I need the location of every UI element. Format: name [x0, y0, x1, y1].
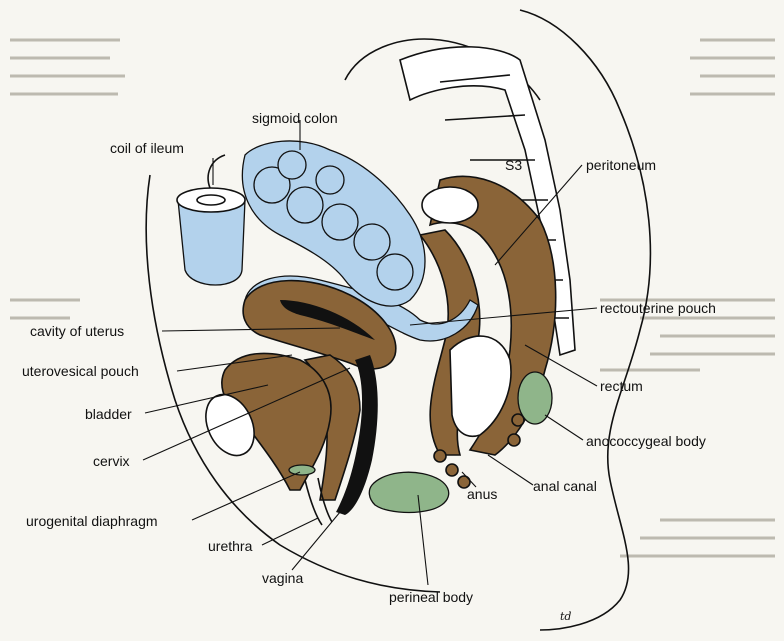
- perineal-body: [368, 471, 450, 514]
- urogenital-diaphragm: [288, 464, 316, 476]
- vagina-canal: [336, 355, 378, 515]
- label-vagina: vagina: [262, 570, 303, 586]
- label-cervix: cervix: [93, 453, 130, 469]
- sigmoid-colon: [241, 140, 426, 307]
- label-anococcygeal-body: anococcygeal body: [586, 433, 706, 449]
- label-s3: S3: [505, 157, 522, 173]
- label-urogenital-diaphragm: urogenital diaphragm: [26, 513, 158, 529]
- leader-lines: [142, 120, 598, 586]
- external-sphincter-rings: [433, 413, 525, 489]
- rectum-lumen-cut: [421, 186, 479, 224]
- uterus: [242, 279, 397, 501]
- bladder: [205, 352, 332, 491]
- sacrum: [399, 46, 576, 357]
- label-perineal-body: perineal body: [389, 589, 473, 605]
- label-anal-canal: anal canal: [533, 478, 597, 494]
- label-peritoneum: peritoneum: [586, 157, 656, 173]
- uterine-cavity: [280, 300, 375, 340]
- label-rectum: rectum: [600, 378, 643, 394]
- label-rectouterine-pouch: rectouterine pouch: [600, 300, 716, 316]
- body-wall-outline: [519, 9, 652, 631]
- artist-signature: td: [560, 610, 571, 623]
- anococcygeal-body: [517, 371, 553, 425]
- ileum-coil: [176, 154, 246, 286]
- label-urethra: urethra: [208, 538, 253, 554]
- background-text-bleed: [10, 38, 775, 558]
- pubic-symphysis: [205, 393, 255, 457]
- label-anus: anus: [467, 486, 497, 502]
- label-cavity-of-uterus: cavity of uterus: [30, 323, 124, 339]
- label-coil-of-ileum: coil of ileum: [110, 140, 184, 156]
- urethra-canal: [304, 477, 333, 526]
- label-sigmoid-colon: sigmoid colon: [252, 110, 338, 126]
- anterior-abdominal-wall-outline: [145, 174, 441, 593]
- label-uterovesical-pouch: uterovesical pouch: [22, 363, 139, 379]
- label-bladder: bladder: [85, 406, 132, 422]
- rectal-ampulla: [449, 335, 512, 437]
